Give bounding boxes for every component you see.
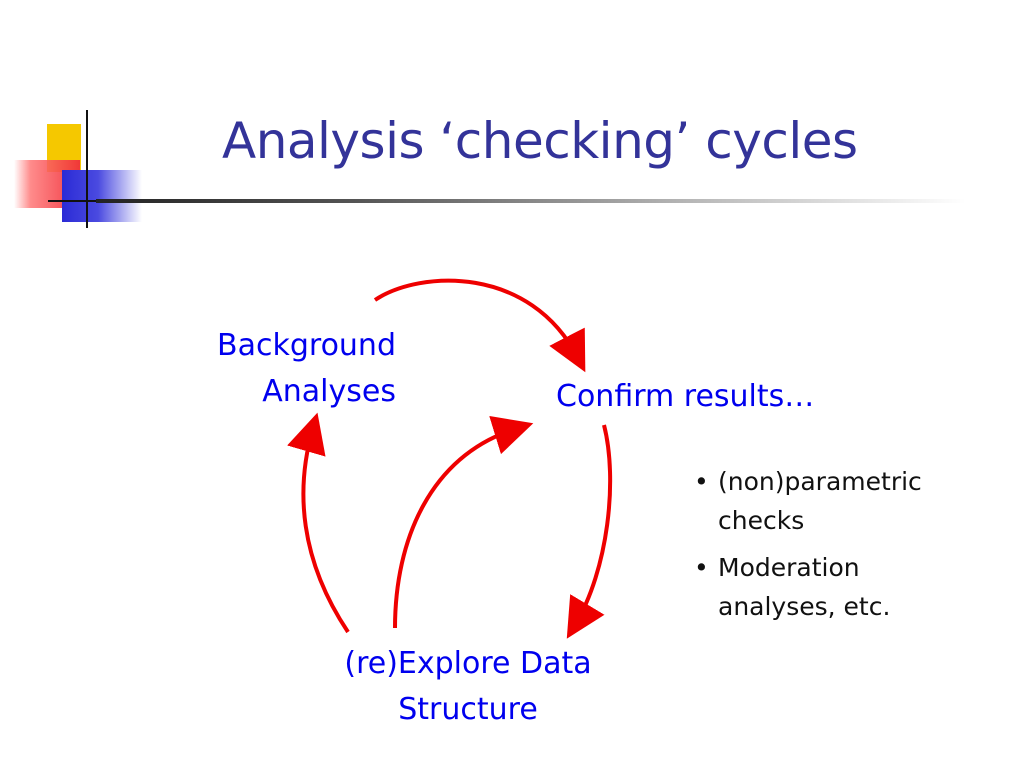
node-background-analyses: Background Analyses [160,323,396,415]
bullet-icon: • [694,553,709,582]
note-1-line2: checks [718,506,805,535]
title-underline [96,199,966,203]
node-explore-line1: (re)Explore Data [344,646,592,681]
node-confirm-line1: Confirm results… [556,379,815,414]
node-background-line1: Background [217,328,396,363]
list-item: • (non)parametric checks [692,462,922,540]
slide-title: Analysis ‘checking’ cycles [222,112,858,170]
node-confirm-results: Confirm results… [556,374,814,420]
arrow-explore-to-background [287,412,350,634]
note-1-line1: (non)parametric [718,467,922,496]
node-background-line2: Analyses [262,374,396,409]
list-item: • Moderation analyses, etc. [692,548,922,626]
note-2-line2: analyses, etc. [718,592,891,621]
logo-horizontal-line [48,200,96,202]
logo-vertical-line [86,110,88,228]
logo-blue-square [62,170,142,222]
arrow-background-to-confirm [373,278,586,373]
arrow-explore-to-confirm [393,415,534,629]
note-2-line1: Moderation [718,553,860,582]
node-explore-data-structure: (re)Explore Data Structure [300,641,636,733]
node-explore-line2: Structure [398,692,538,727]
bullet-icon: • [694,467,709,496]
notes-list: • (non)parametric checks • Moderation an… [692,462,922,634]
arrow-confirm-to-explore [566,424,613,639]
